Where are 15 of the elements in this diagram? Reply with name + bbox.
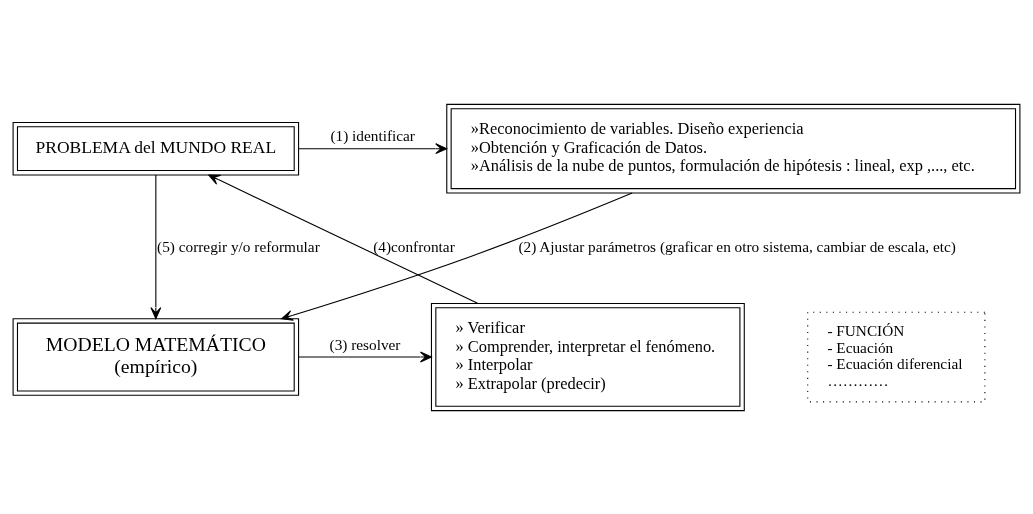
- arrow: [208, 174, 479, 304]
- arrow: [150, 174, 162, 319]
- node-box: - FUNCIÓN - Ecuación - Ecuación diferencial …………: [807, 311, 986, 402]
- node-box: » Verificar » Comprender, interpretar el fenómeno. » Interpolar » Extrapolar (predecir): [430, 302, 745, 411]
- arrow: [281, 192, 633, 321]
- node-box: PROBLEMA del MUNDO REAL: [12, 121, 300, 175]
- arrow: [298, 142, 448, 154]
- edge-label: (4)confrontar: [373, 237, 455, 255]
- edge-label: (1) identificar: [330, 126, 415, 144]
- arrow: [298, 351, 432, 362]
- node-box: MODELO MATEMÁTICO (empírico): [12, 317, 300, 396]
- edge-label: (5) corregir y/o reformular: [157, 237, 320, 255]
- edge-label: (2) Ajustar parámetros (graficar en otro sistema, cambiar de escala, etc): [518, 237, 956, 255]
- node-box: »Reconocimiento de variables. Diseño experiencia »Obtención y Graficación de Datos. »Análisis de la nube de puntos, formulación de hipótesis : lineal, exp ,..., etc.: [446, 103, 1021, 193]
- edge-label: (3) resolver: [329, 335, 401, 353]
